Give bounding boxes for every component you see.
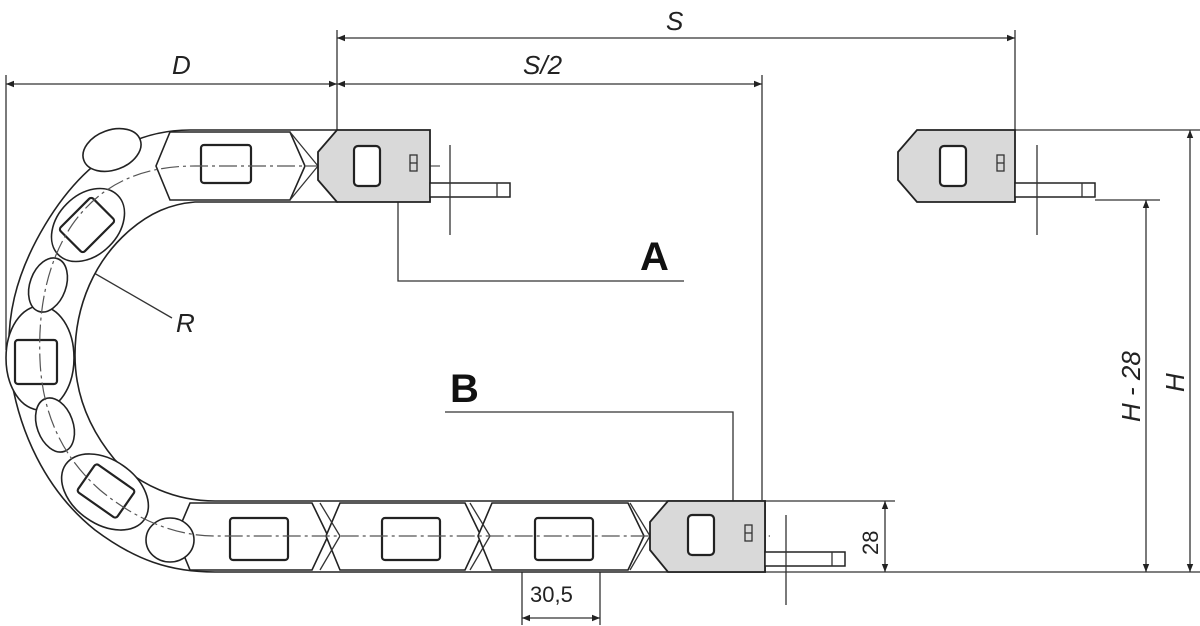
label-d: D <box>172 50 191 80</box>
label-a: A <box>640 235 669 279</box>
label-b: B <box>450 367 479 411</box>
bracket-moving-top <box>897 129 1096 235</box>
label-h: H <box>1160 373 1190 392</box>
label-r: R <box>176 308 195 338</box>
label-28: 28 <box>858 531 883 555</box>
bracket-moving-b <box>649 500 846 605</box>
label-h-28: H - 28 <box>1116 351 1146 422</box>
label-s: S <box>666 6 684 36</box>
label-pitch: 30,5 <box>530 582 573 607</box>
label-s-half: S/2 <box>523 50 563 80</box>
bracket-fixed-a <box>317 129 511 235</box>
dimension-lines <box>5 30 1200 625</box>
